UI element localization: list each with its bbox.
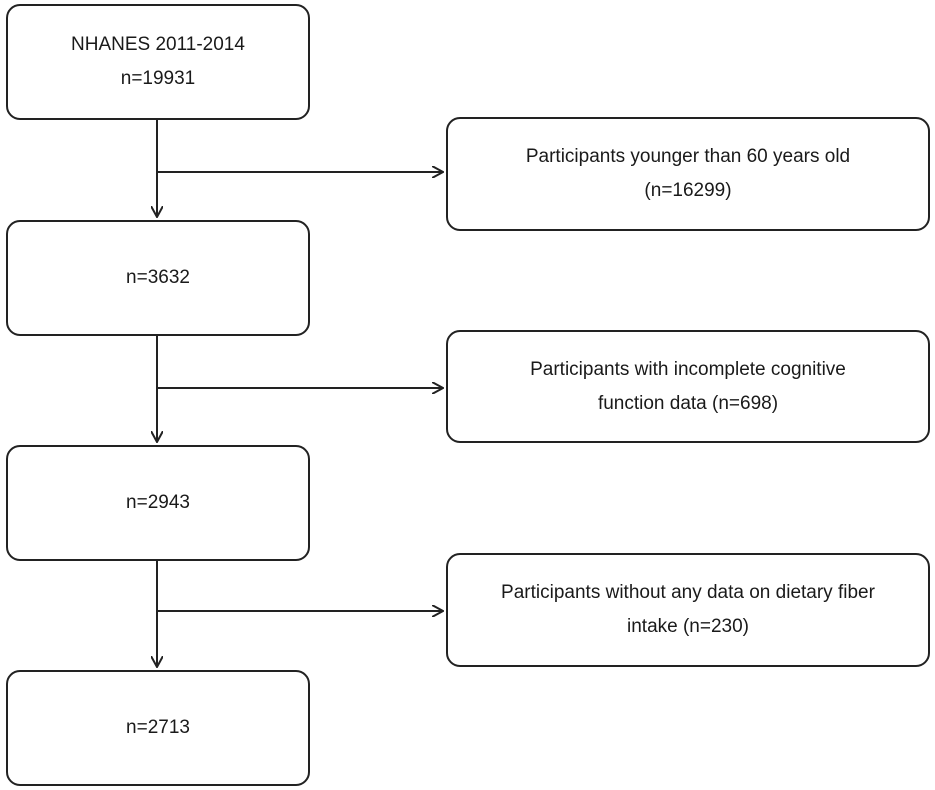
exclusion-text-2b: function data (n=698) bbox=[597, 392, 779, 414]
step-box-3: n=2713 bbox=[6, 670, 310, 786]
start-count: n=19931 bbox=[120, 68, 196, 89]
start-title: NHANES 2011-2014 bbox=[71, 34, 245, 55]
exclusion-box-1: Participants younger than 60 years old (… bbox=[446, 117, 930, 231]
exclusion-box-3: Participants without any data on dietary… bbox=[446, 553, 930, 667]
exclusion-box-2: Participants with incomplete cognitive f… bbox=[446, 330, 930, 443]
step-count-1: n=3632 bbox=[126, 267, 190, 288]
exclusion-text-1a: Participants younger than 60 years old bbox=[525, 146, 851, 167]
step-count-2: n=2943 bbox=[126, 492, 190, 513]
step-count-3: n=2713 bbox=[126, 717, 190, 738]
exclusion-text-2a: Participants with incomplete cognitive bbox=[530, 358, 846, 380]
exclusion-text-3a: Participants without any data on dietary… bbox=[501, 582, 875, 603]
exclusion-text-1b: (n=16299) bbox=[644, 180, 732, 201]
exclusion-text-3b: intake (n=230) bbox=[627, 616, 749, 637]
step-box-1: n=3632 bbox=[6, 220, 310, 336]
step-box-2: n=2943 bbox=[6, 445, 310, 561]
start-box: NHANES 2011-2014 n=19931 bbox=[6, 4, 310, 120]
